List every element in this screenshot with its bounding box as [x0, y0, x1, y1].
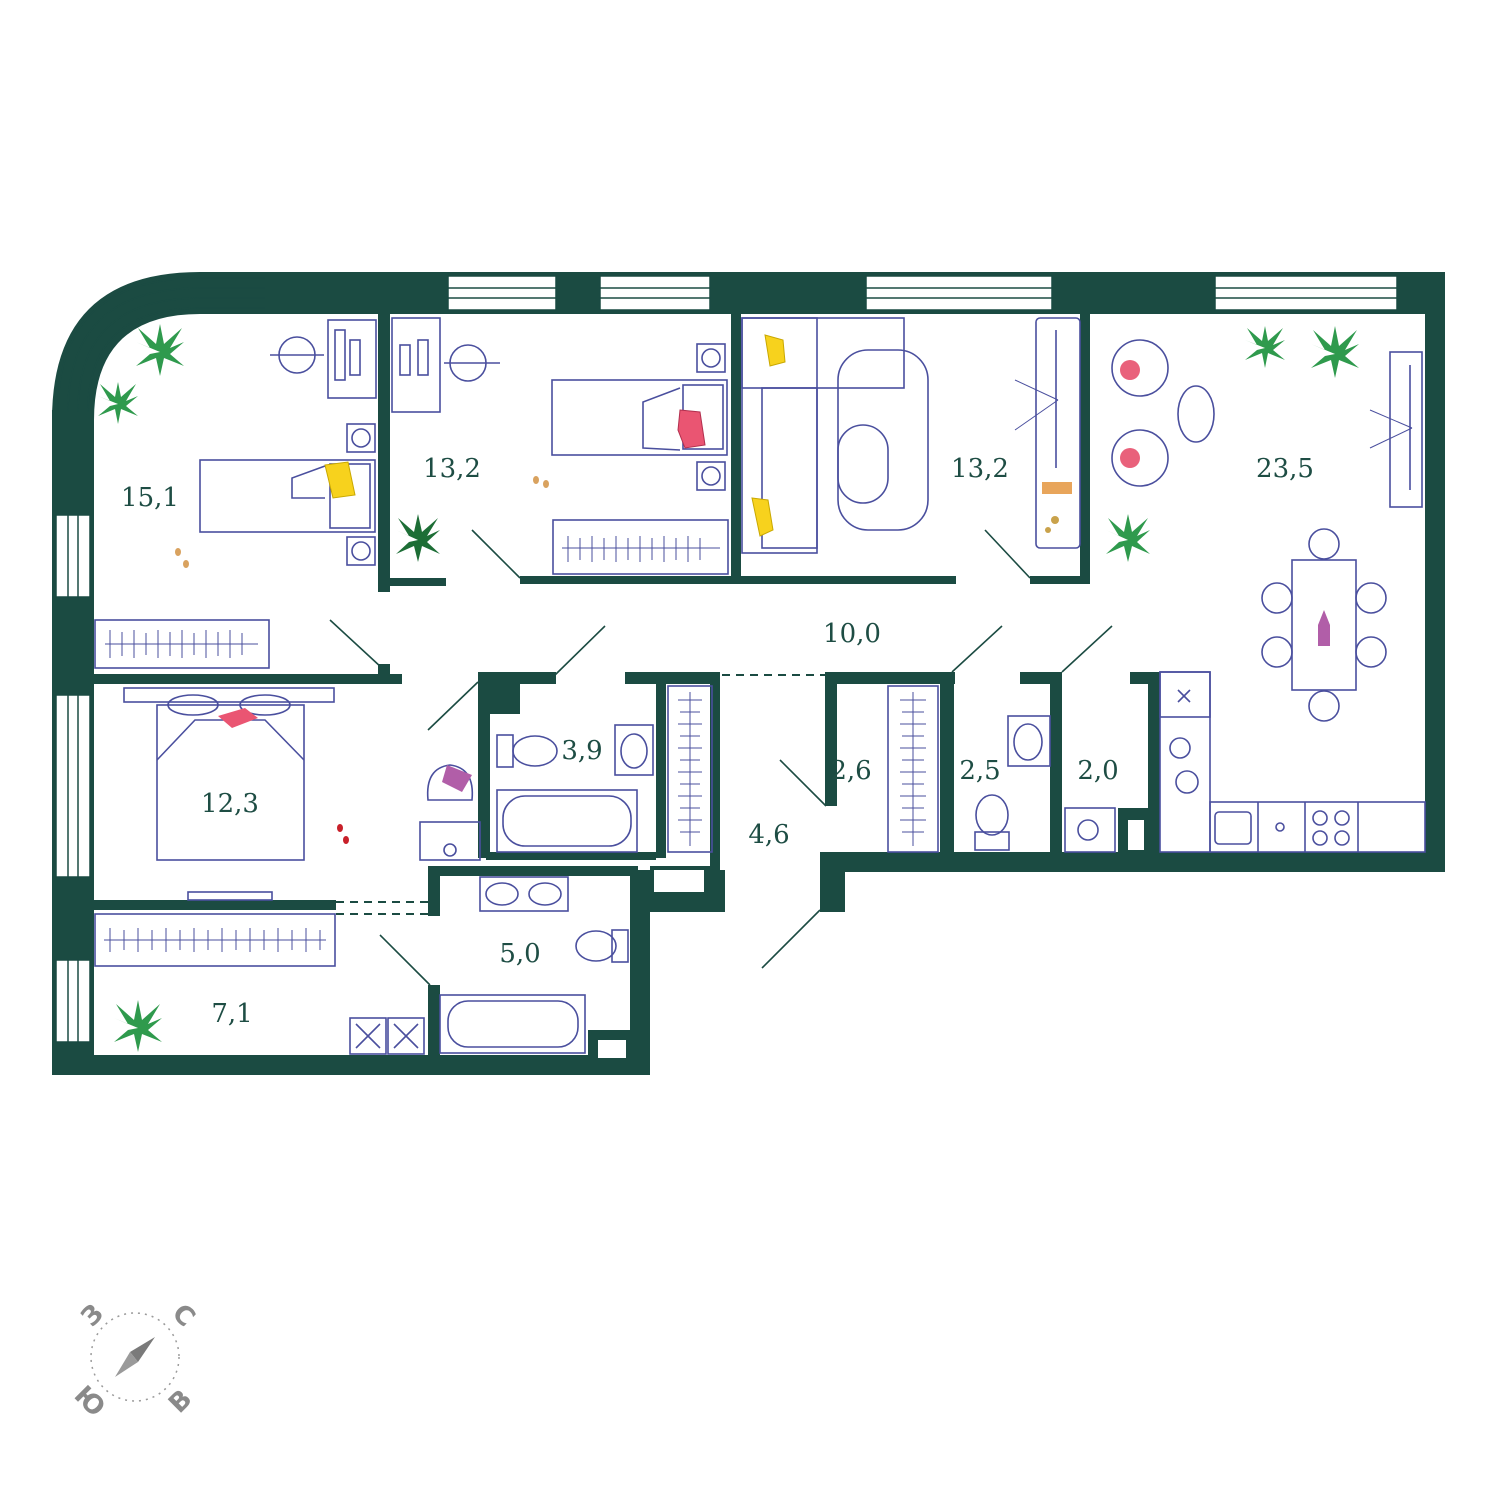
area-label-dressing-room: 7,1 — [211, 999, 252, 1029]
area-labels: 15,1 13,2 13,2 23,5 10,0 12,3 3,9 4,6 2,… — [121, 454, 1314, 1029]
area-label-corridor: 4,6 — [748, 820, 789, 850]
area-label-bathroom-2: 5,0 — [499, 939, 540, 969]
area-label-living-kitchen: 23,5 — [1256, 454, 1314, 484]
dressing-room-furniture — [94, 913, 425, 1055]
plants — [98, 324, 1359, 1052]
area-label-bedroom-2: 13,2 — [423, 454, 481, 484]
inner-walls — [94, 314, 1160, 1075]
master-bedroom-furniture — [123, 687, 481, 901]
dashed-openings — [336, 674, 825, 915]
area-label-bathroom-1: 3,9 — [561, 736, 602, 766]
bathroom-2-furniture — [439, 876, 629, 1054]
area-label-wc: 2,5 — [959, 756, 1000, 786]
bedroom-2-furniture — [391, 317, 729, 575]
area-label-laundry: 2,0 — [1077, 756, 1118, 786]
bathroom-1-furniture — [496, 724, 654, 853]
bedroom-3-furniture — [741, 317, 1081, 554]
decor-footprints — [175, 476, 549, 844]
compass: С З Ю В — [68, 1298, 201, 1423]
living-kitchen-furniture — [1111, 339, 1426, 853]
wc-furniture — [974, 715, 1116, 853]
area-label-master-bedroom: 12,3 — [201, 789, 259, 819]
area-label-hall: 10,0 — [823, 619, 881, 649]
outer-walls — [52, 272, 1445, 1075]
area-label-bedroom-1: 15,1 — [121, 483, 179, 513]
door-swings — [329, 529, 1113, 986]
compass-north-label: С — [166, 1298, 201, 1333]
compass-east-label: В — [163, 1384, 198, 1419]
windows — [55, 275, 1398, 1043]
bedroom-1-furniture — [94, 319, 377, 669]
corridor-wardrobes — [667, 685, 939, 853]
compass-south-label: Ю — [68, 1380, 111, 1423]
area-label-bedroom-3: 13,2 — [951, 454, 1009, 484]
compass-west-label: З — [76, 1299, 110, 1333]
area-label-wardrobe: 2,6 — [830, 756, 871, 786]
